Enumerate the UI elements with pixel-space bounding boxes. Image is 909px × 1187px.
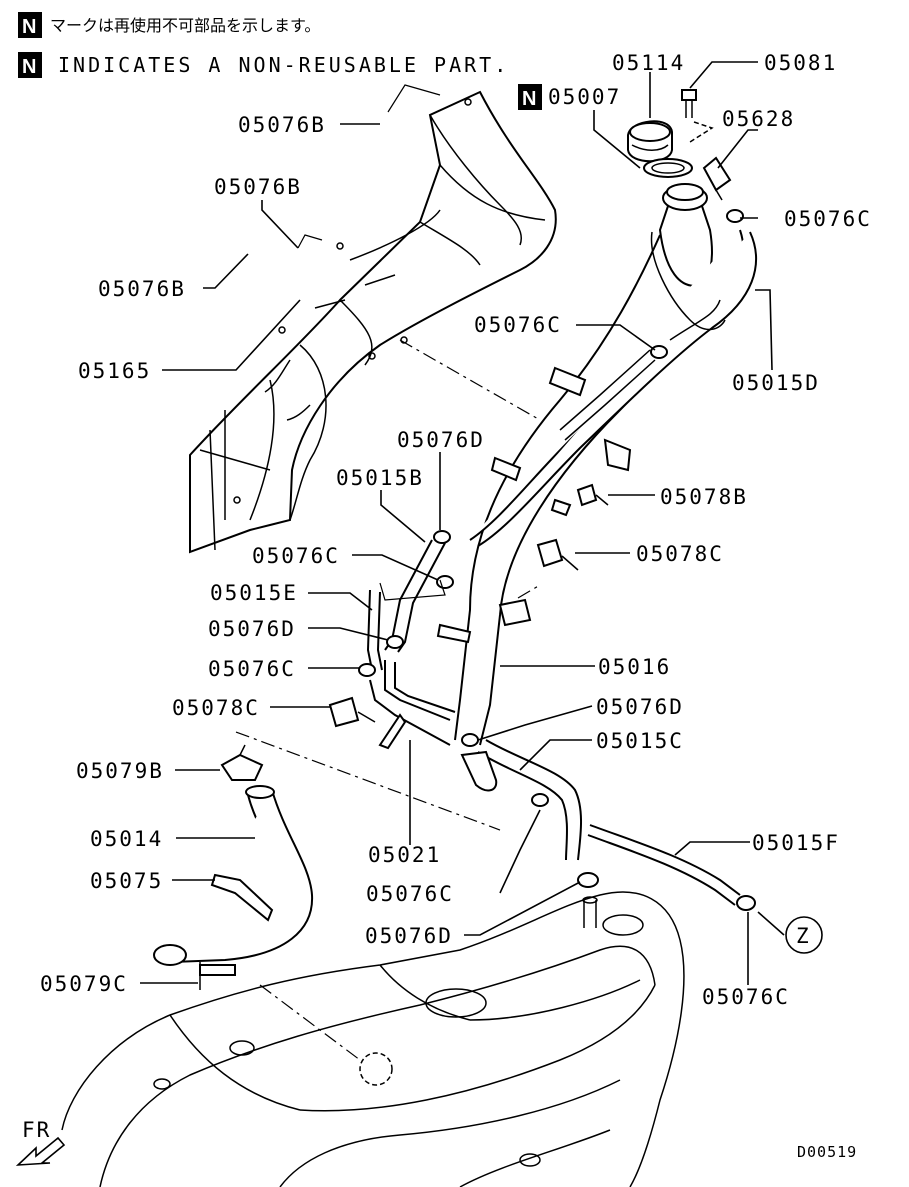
callout-05014: 05014 <box>90 827 163 851</box>
callout-05078C-left: 05078C <box>172 696 260 720</box>
view-marker-z: Z <box>785 916 823 954</box>
callout-05076C-right-upper: 05076C <box>784 207 872 231</box>
callout-05007: 05007 <box>548 85 621 109</box>
callout-05015B: 05015B <box>336 466 424 490</box>
callout-05076C-bottom: 05076C <box>366 882 454 906</box>
callout-05076D-right: 05076D <box>596 695 684 719</box>
diagram-id: D00519 <box>797 1143 857 1161</box>
callout-05015F: 05015F <box>752 831 840 855</box>
header-legend: N マークは再使用不可部品を示します。 N INDICATES A NON-RE… <box>18 12 509 78</box>
callout-05015C: 05015C <box>596 729 684 753</box>
fuel-tank <box>61 891 685 1187</box>
callout-05076D-upper: 05076D <box>397 428 485 452</box>
callout-05021: 05021 <box>368 843 441 867</box>
n-badge-jp-letter: N <box>22 16 36 38</box>
callout-05075: 05075 <box>90 869 163 893</box>
n-badge-05007-letter: N <box>522 88 536 110</box>
non-reusable-note-en: INDICATES A NON-REUSABLE PART. <box>58 53 509 77</box>
splash-shield-05165 <box>189 90 557 554</box>
n-badge-en <box>18 52 42 78</box>
callout-05165: 05165 <box>78 359 151 383</box>
n-badge-en-letter: N <box>22 56 36 78</box>
callout-05079C: 05079C <box>40 972 128 996</box>
n-badge-jp <box>18 12 42 38</box>
leader-lines <box>140 61 785 985</box>
non-reusable-note-jp: マークは再使用不可部品を示します。 <box>50 16 320 35</box>
callout-05078B: 05078B <box>660 485 748 509</box>
callout-05015E: 05015E <box>210 581 298 605</box>
indication-lines <box>235 84 541 1061</box>
callout-05076C-left-upper: 05076C <box>252 544 340 568</box>
view-marker-z-label: Z <box>796 924 811 948</box>
callout-05015D: 05015D <box>732 371 820 395</box>
front-direction-indicator: FR <box>15 1118 66 1166</box>
front-label: FR <box>22 1118 51 1142</box>
callout-05628: 05628 <box>722 107 795 131</box>
callout-05076B-left: 05076B <box>98 277 186 301</box>
callout-05079B: 05079B <box>76 759 164 783</box>
callout-05081: 05081 <box>764 51 837 75</box>
callout-05016: 05016 <box>598 655 671 679</box>
callout-05076C-left-lower: 05076C <box>208 657 296 681</box>
front-arrow-icon <box>15 1136 66 1166</box>
callout-05076D-bottom: 05076D <box>365 924 453 948</box>
callout-05076B-middle: 05076B <box>214 175 302 199</box>
callout-05076D-left: 05076D <box>208 617 296 641</box>
callout-05076C-right-lower: 05076C <box>702 985 790 1009</box>
callout-05114: 05114 <box>612 51 685 75</box>
callout-labels: N 05007 05114 05081 05628 05076B 05076B … <box>40 51 872 1009</box>
filler-neck-assembly <box>153 89 758 990</box>
n-badge-05007 <box>518 84 542 110</box>
callout-05078C-right: 05078C <box>636 542 724 566</box>
callout-05076C-middle: 05076C <box>474 313 562 337</box>
callout-05076B-top: 05076B <box>238 113 326 137</box>
